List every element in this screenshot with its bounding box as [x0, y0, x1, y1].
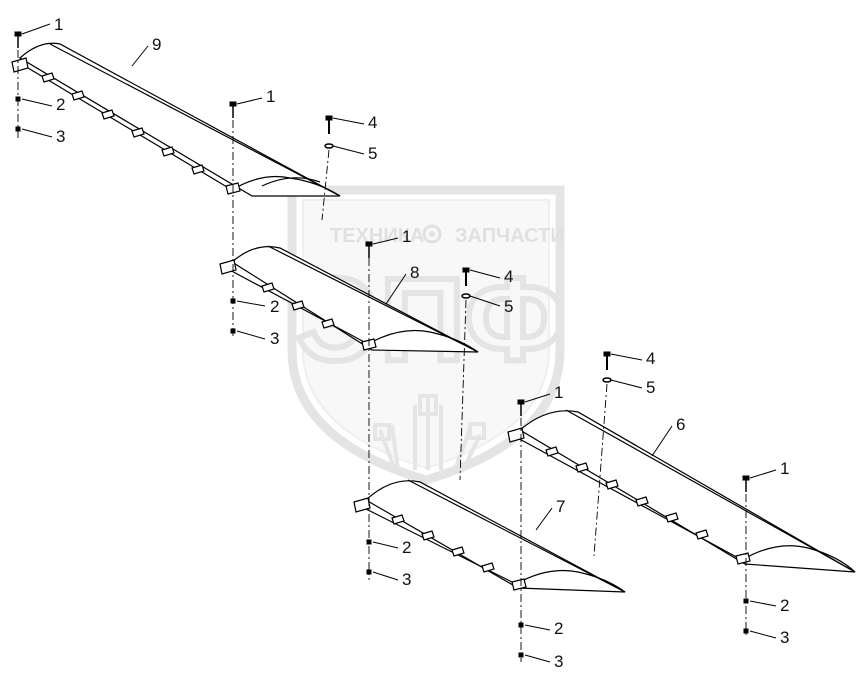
part-7-guard: [353, 479, 626, 593]
bolt-icon: [603, 351, 611, 370]
bolt-icon: [14, 31, 22, 48]
callout-label: 7: [556, 497, 565, 516]
callout-label: 1: [780, 459, 789, 478]
assembly-center-lines: [17, 50, 747, 662]
callout-label: 1: [402, 227, 411, 246]
callout-label: 4: [504, 267, 513, 286]
callout-label: 2: [402, 538, 411, 557]
bolt-icon: [325, 115, 333, 134]
callout-label: 2: [554, 619, 563, 638]
callout-leaders: [21, 23, 777, 663]
callout-label: 3: [56, 127, 65, 146]
callout-label: 2: [780, 596, 789, 615]
part-9-tabs: [41, 72, 241, 195]
callout-label: 2: [56, 95, 65, 114]
callout-label: 6: [676, 415, 685, 434]
callout-label: 1: [54, 15, 63, 34]
bolt-icon: [365, 241, 373, 258]
part-6-guard: [507, 409, 856, 573]
callout-label: 5: [504, 297, 513, 316]
callout-labels: 1 2 3 9 1 4 5 1 8 4 5 2 3 4 5 1 6 7 1 2 …: [54, 15, 789, 671]
callout-label: 3: [554, 652, 563, 671]
part-8-guard: [219, 245, 479, 353]
shield-outline: [287, 185, 565, 485]
part-9-guard: [11, 42, 341, 197]
callout-label: 8: [410, 263, 419, 282]
callout-label: 3: [270, 329, 279, 348]
bolt-icon: [462, 267, 470, 286]
callout-label: 2: [270, 297, 279, 316]
callout-label: 1: [554, 383, 563, 402]
bolt-icon: [742, 475, 750, 492]
callout-label: 9: [152, 35, 161, 54]
callout-label: 5: [646, 378, 655, 397]
bolt-icon: [229, 101, 237, 118]
callout-label: 3: [402, 570, 411, 589]
callout-label: 3: [780, 628, 789, 647]
bolt-icon: [517, 399, 525, 416]
washer-icon: [602, 377, 612, 383]
callout-label: 1: [266, 87, 275, 106]
callout-label: 4: [368, 113, 377, 132]
callout-label: 4: [646, 349, 655, 368]
watermark-text-right: ЗАПЧАСТИ: [455, 225, 565, 247]
gear-icon: [422, 224, 442, 244]
callout-label: 5: [368, 144, 377, 163]
watermark-text-left: ТЕХНИКА: [330, 225, 424, 247]
washer-icon: [324, 143, 334, 149]
wheat-icon: [373, 394, 486, 473]
